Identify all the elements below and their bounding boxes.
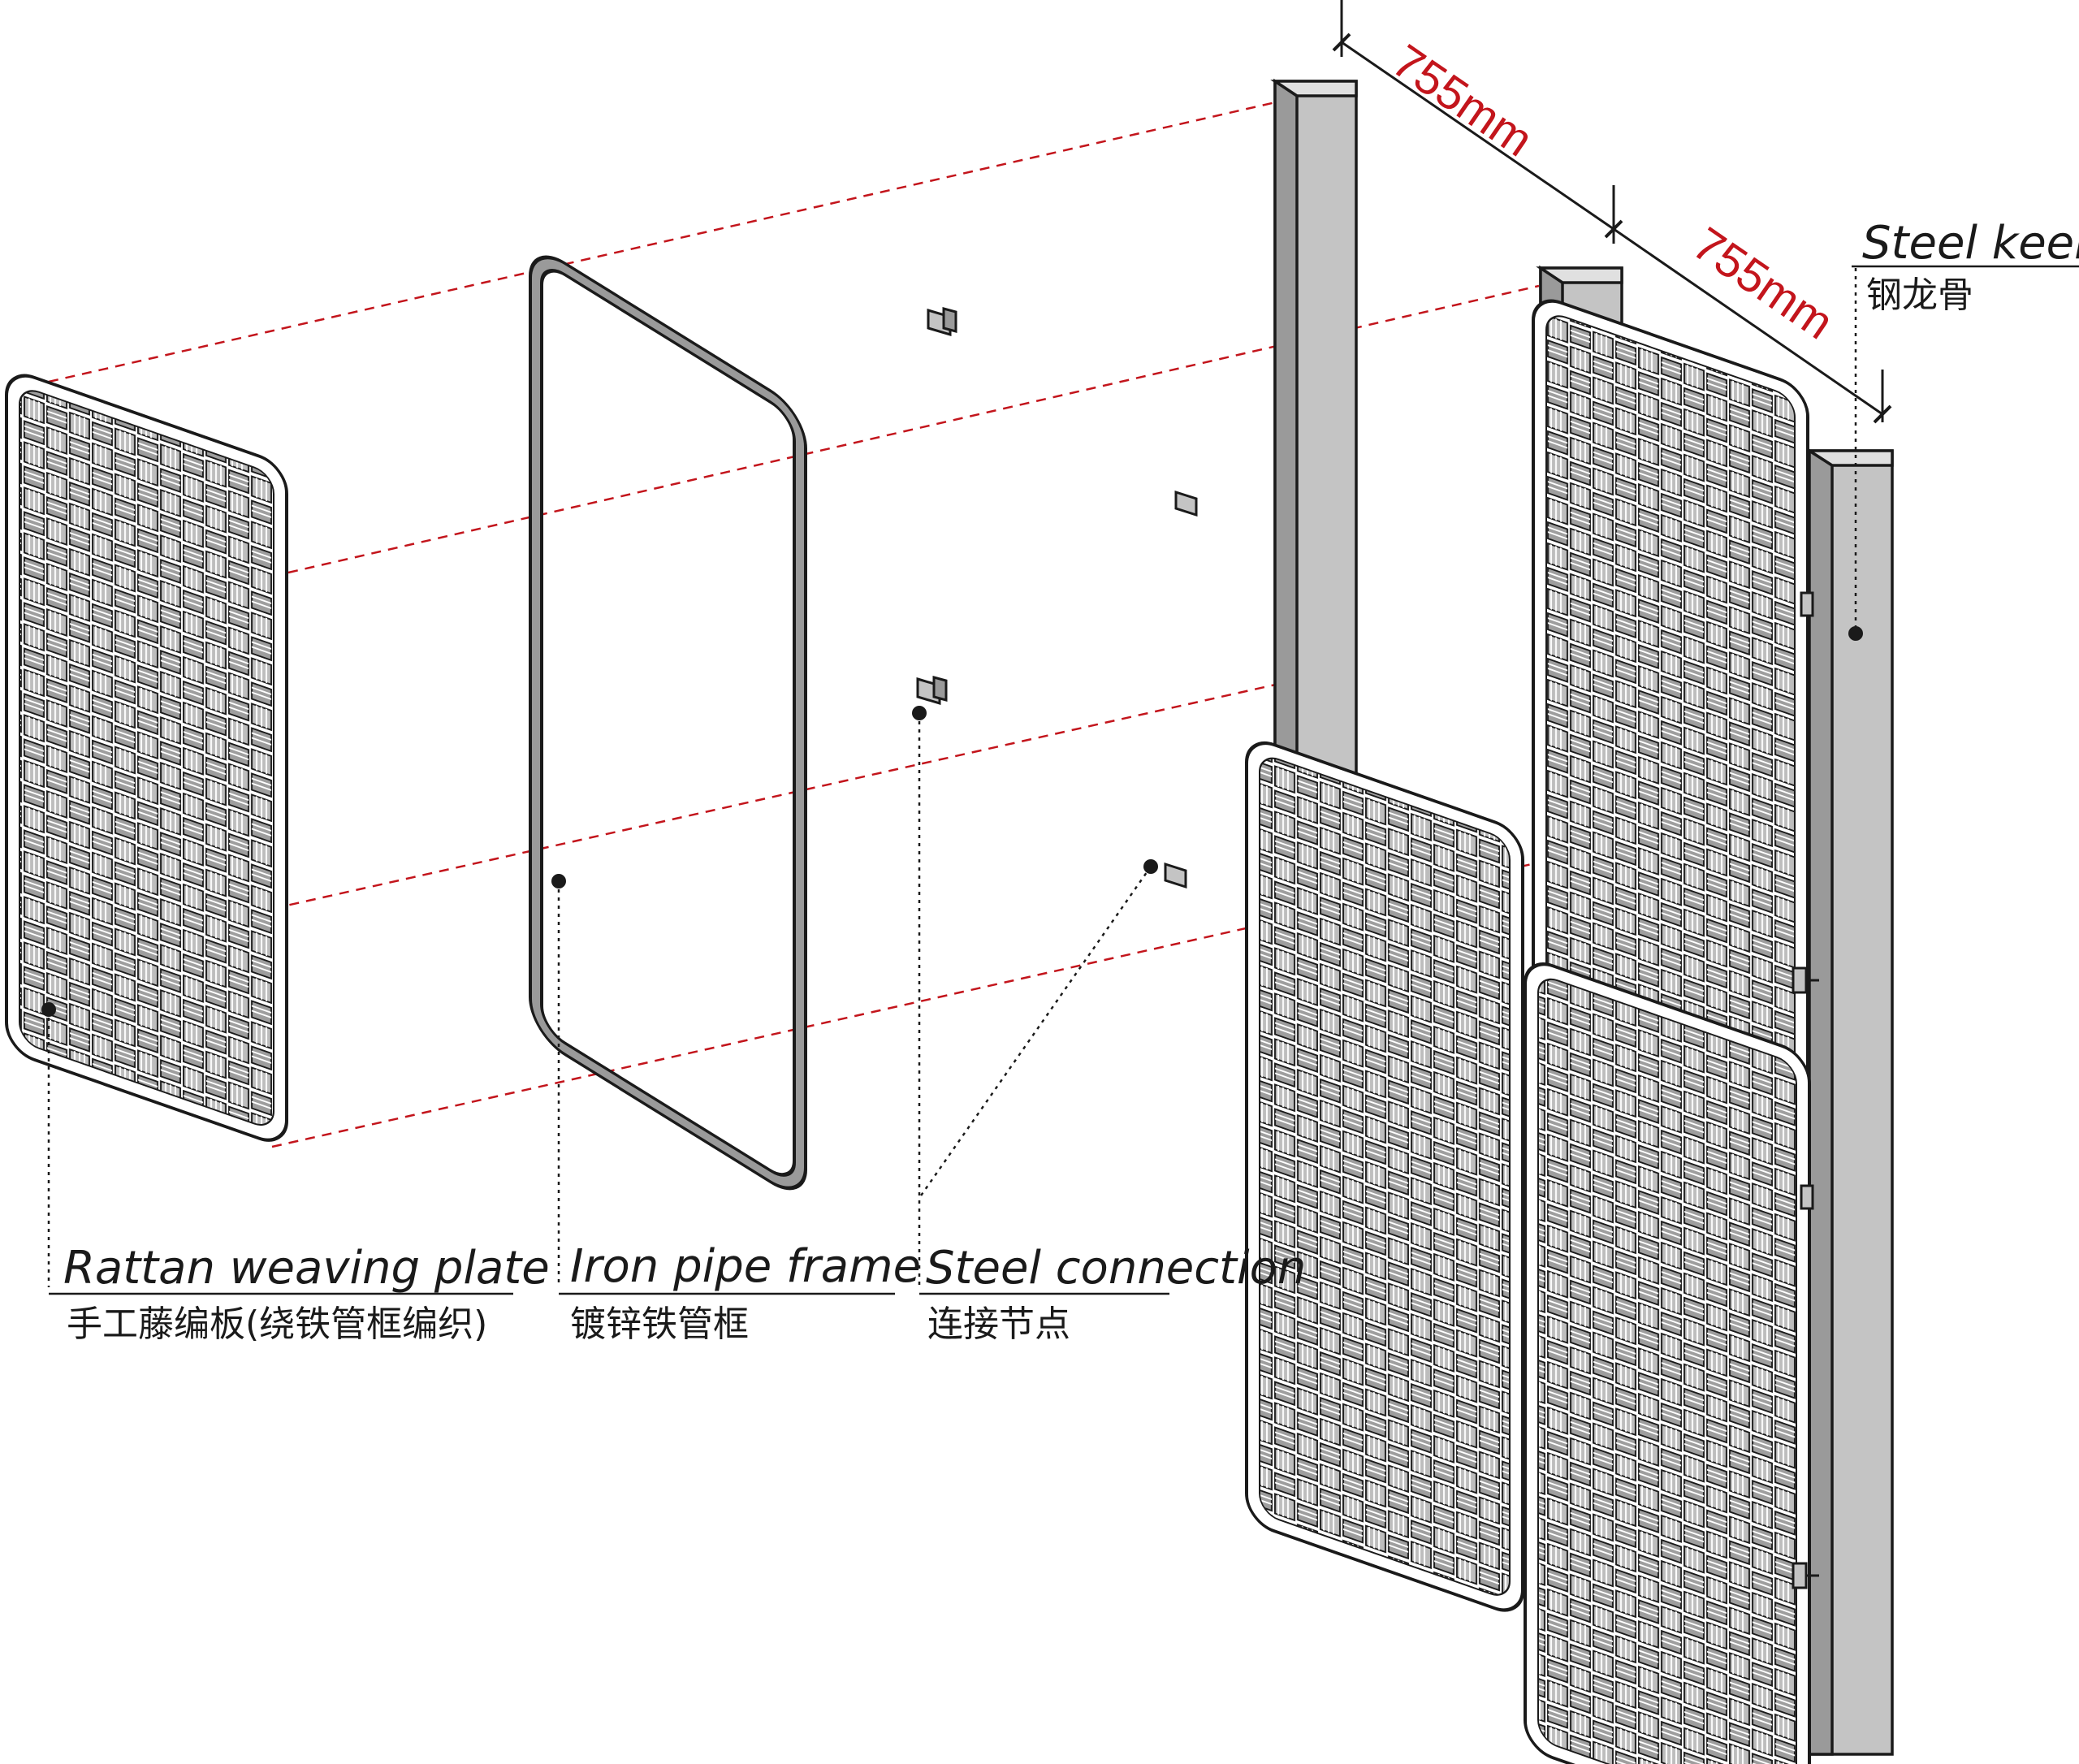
connection-clip [1164, 862, 1187, 889]
leader-lines [47, 268, 1857, 1287]
projection-line [48, 100, 1280, 383]
label-connection-en: Steel connection [926, 1242, 1306, 1295]
label-keels-cn: 钢龙骨 [1866, 275, 1973, 316]
label-connection-cn: 连接节点 [927, 1304, 1070, 1345]
label-frame: Iron pipe frame 镀锌铁管框 [559, 1240, 921, 1345]
keel-mounting-clips [1792, 591, 1819, 1589]
label-frame-en: Iron pipe frame [570, 1240, 921, 1293]
label-keels: Steel keels 钢龙骨 [1852, 217, 2079, 316]
connection-clip [1174, 490, 1198, 517]
dimension-line [1613, 227, 1883, 416]
installed-panel-upper-right [1532, 299, 1809, 1170]
label-rattan-en: Rattan weaving plate [63, 1242, 550, 1295]
projection-line [287, 284, 1540, 574]
leader-dot [1848, 626, 1863, 641]
iron-pipe-frame [529, 255, 807, 1191]
label-rattan-cn: 手工藤编板(绕铁管框编织) [67, 1304, 487, 1345]
rattan-weaving-plate [5, 374, 288, 1142]
connection-clip [927, 307, 957, 337]
steel-keel-back-left [1270, 78, 1358, 936]
label-keels-en: Steel keels [1862, 217, 2079, 270]
dimension-lines [1332, 0, 1892, 424]
label-connection: Steel connection 连接节点 [919, 1242, 1306, 1345]
label-frame-cn: 镀锌铁管框 [570, 1304, 749, 1345]
steel-keel-front [1805, 447, 1894, 1756]
leader-connection-b [918, 866, 1152, 1199]
dimension-line [1341, 41, 1614, 231]
leader-dots [41, 626, 1863, 1017]
leader-dot [912, 706, 927, 720]
steel-connection-clips [916, 307, 1198, 889]
dimension-text-1: 755mm [1383, 34, 1542, 166]
projection-line [6, 682, 1280, 970]
label-rattan: Rattan weaving plate 手工藤编板(绕铁管框编织) [49, 1242, 550, 1345]
installed-panel-lower-right [1524, 962, 1811, 1764]
connection-clip [916, 676, 948, 706]
installed-panel-lower-left [1245, 741, 1524, 1612]
leader-dot [1143, 859, 1158, 874]
leader-dot [41, 1002, 56, 1017]
dimension-text-2: 755mm [1684, 217, 1843, 349]
leader-dot [551, 874, 566, 888]
